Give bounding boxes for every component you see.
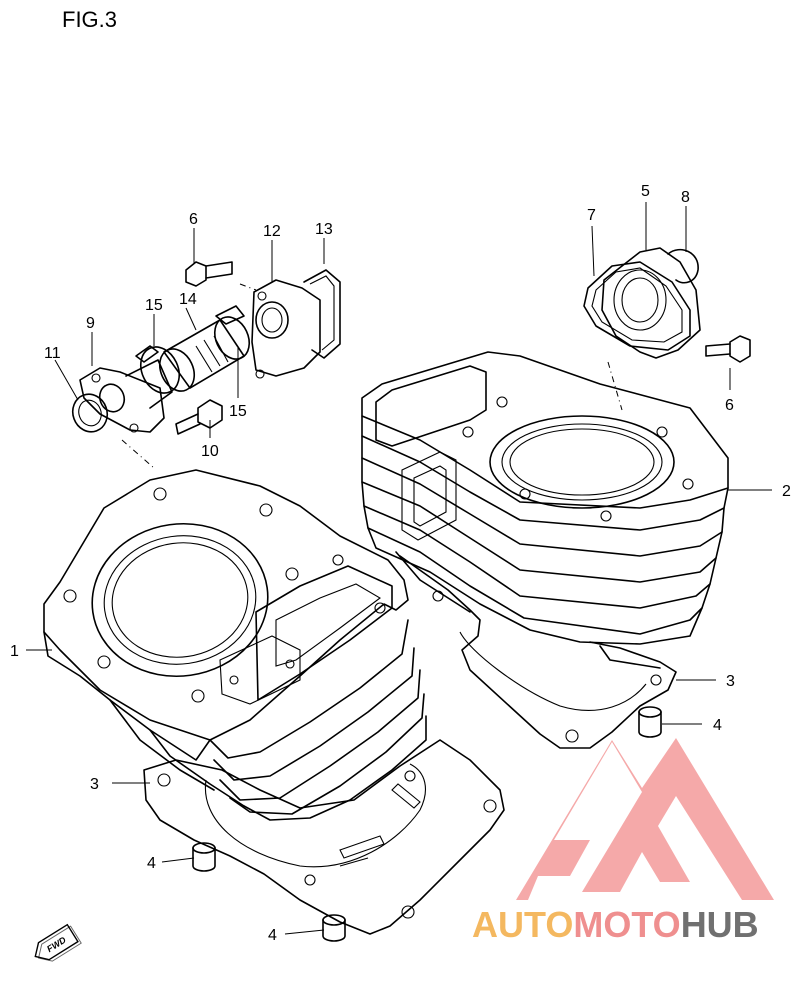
callout-7: 7 <box>587 207 596 224</box>
callout-2: 2 <box>782 483 791 500</box>
callout-8: 8 <box>681 189 690 206</box>
callout-3-front: 3 <box>90 776 99 793</box>
callout-6-rear: 6 <box>725 397 734 414</box>
watermark-moto: MOTO <box>573 904 680 945</box>
callout-4-front-upper: 4 <box>147 855 156 872</box>
front-cylinder <box>43 469 427 821</box>
watermark-triangle-icon <box>516 738 774 900</box>
figure-title: FIG.3 <box>62 7 117 32</box>
callout-10: 10 <box>201 443 219 460</box>
fwd-direction-badge: FWD <box>34 923 82 962</box>
callout-9: 9 <box>86 315 95 332</box>
assembly-guide-lines <box>121 283 623 469</box>
callout-6-front: 6 <box>189 211 198 228</box>
watermark-hub: HUB <box>681 904 759 945</box>
callout-13: 13 <box>315 221 333 238</box>
front-intake-pipe-assembly <box>71 261 341 435</box>
rear-intake-pipe-assembly <box>583 247 751 363</box>
dowel-pin-front-upper <box>192 842 216 872</box>
callout-4-rear: 4 <box>713 717 722 734</box>
callout-3-rear: 3 <box>726 673 735 690</box>
callout-15-right: 15 <box>229 403 247 420</box>
callouts: 1 2 3 3 4 4 4 5 6 6 7 8 9 10 11 12 13 14… <box>10 183 791 944</box>
leader-lines <box>26 202 772 935</box>
callout-4-front-lower: 4 <box>268 927 277 944</box>
o-ring-11 <box>71 393 109 433</box>
front-base-gasket <box>143 739 505 935</box>
rear-base-gasket <box>399 555 677 749</box>
rear-cylinder <box>361 351 729 669</box>
callout-15-left: 15 <box>145 297 163 314</box>
callout-12: 12 <box>263 223 281 240</box>
callout-11: 11 <box>44 345 61 362</box>
dowel-pin-front-lower <box>322 914 346 942</box>
watermark-text: AUTOMOTOHUB <box>472 904 759 945</box>
callout-14: 14 <box>179 291 197 308</box>
watermark-auto: AUTO <box>472 904 573 945</box>
watermark-logo: AUTOMOTOHUB <box>472 738 774 945</box>
callout-1: 1 <box>10 643 19 660</box>
callout-5: 5 <box>641 183 650 200</box>
dowel-pin-rear <box>638 706 662 738</box>
fwd-arrow-icon <box>34 923 79 961</box>
